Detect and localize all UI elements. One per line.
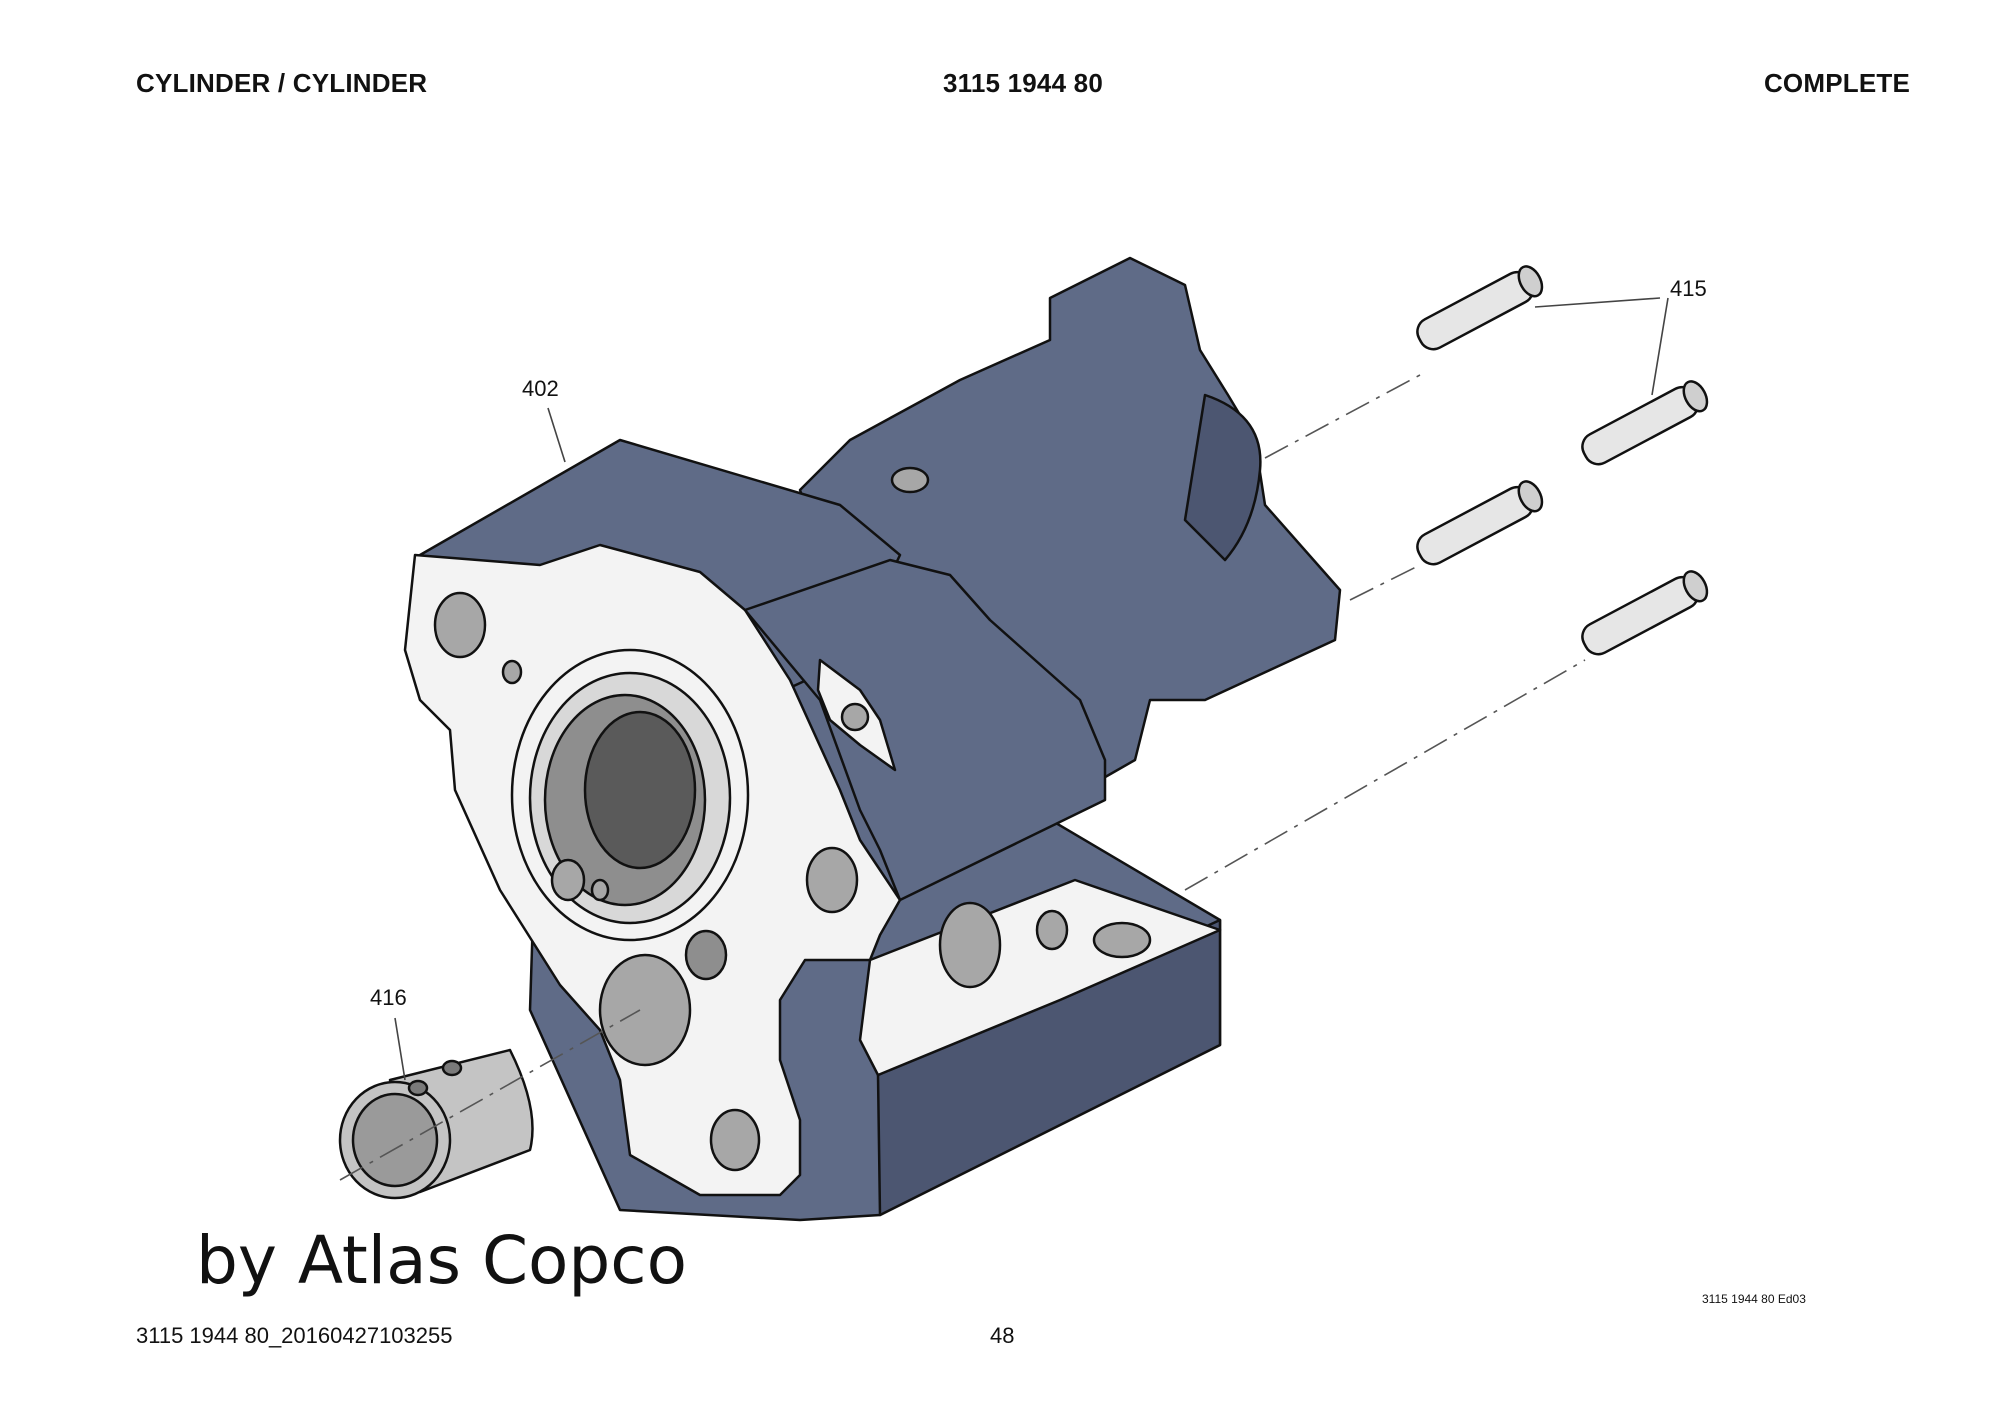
flange-hole-lower-small (590, 878, 610, 902)
cylinder-front-block (743, 558, 1107, 902)
callout-402: 402 (522, 376, 559, 401)
centerline-stud-4 (1184, 659, 1586, 891)
stud-4 (1581, 570, 1709, 656)
footer-document-id: 3115 1944 80_20160427103255 (136, 1323, 453, 1348)
footer-page-number: 48 (990, 1323, 1015, 1348)
centerline-sleeve (339, 1009, 641, 1181)
leader-402 (547, 407, 566, 463)
header-part-number: 3115 1944 80 (942, 68, 1103, 98)
main-bore-deep (583, 710, 697, 870)
flange-hole-bottom (709, 1108, 761, 1172)
leader-415-b (1651, 297, 1669, 396)
sleeve-bushing (338, 1048, 534, 1200)
footer-edition: 3115 1944 80 Ed03 (1702, 1292, 1806, 1306)
base-hole-large (938, 901, 1002, 989)
top-boss (890, 466, 930, 494)
leader-415-a (1534, 297, 1661, 308)
centerline-stud-1 (1264, 374, 1421, 459)
flange-port-large (598, 953, 692, 1067)
flange-hole-small (501, 659, 523, 685)
centerline-stud-3 (1349, 564, 1421, 601)
flange-hole-lower-left (550, 858, 586, 902)
callout-415: 415 (1670, 276, 1707, 301)
stud-3 (1416, 480, 1544, 566)
flange-port-fitting (684, 929, 728, 981)
cylinder-rear-dome (1183, 393, 1262, 562)
header-title: CYLINDER / CYLINDER (136, 68, 428, 98)
mounting-tab-hole (840, 702, 870, 732)
header-status: COMPLETE (1763, 68, 1910, 98)
base-hole-right (1092, 921, 1152, 959)
flange-hole-top (433, 591, 487, 659)
leader-416 (394, 1017, 406, 1081)
watermark-text: by Atlas Copco (196, 1222, 687, 1299)
stud-1 (1416, 265, 1544, 351)
base-hole-small (1035, 909, 1069, 951)
flange-hole-right (805, 846, 859, 914)
stud-2 (1581, 380, 1709, 466)
callout-416: 416 (370, 985, 407, 1010)
